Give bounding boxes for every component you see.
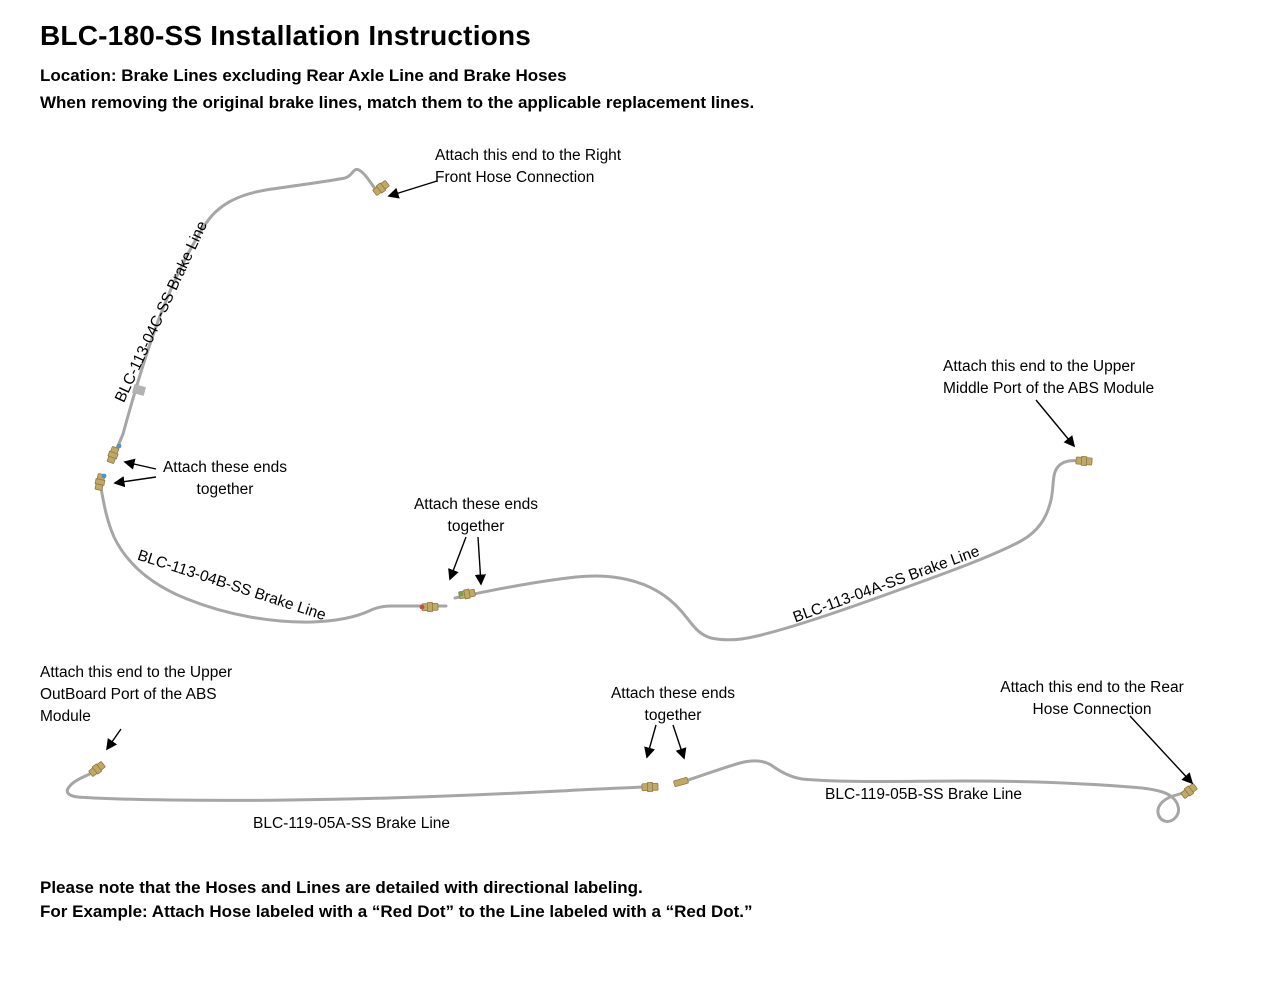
- tube-blc-113-04c: [113, 167, 379, 455]
- fitting-05b-right: [1180, 783, 1198, 799]
- fitting-04a-right: [1075, 455, 1093, 467]
- fitting-05b-left: [673, 777, 689, 787]
- annotation-rear-hose: Attach this end to the Rear Hose Connect…: [1000, 679, 1184, 718]
- fitting-04c-top: [372, 180, 390, 196]
- tube-blc-113-04a: [453, 459, 1081, 642]
- tube-blc-113-04b: [99, 486, 448, 624]
- fitting-05a-right: [641, 782, 659, 792]
- fitting-05a-left: [88, 761, 106, 777]
- arrow-ends-bottom-left: [644, 724, 657, 759]
- tube-blc-119-05a: [65, 770, 646, 802]
- tube-fittings: [88, 180, 1198, 799]
- arrow-upper-middle-abs: [1035, 399, 1076, 448]
- annotation-ends-together-middle: Attach these ends together: [413, 496, 539, 535]
- label-blc-119-05a: BLC-119-05A-SS Brake Line: [253, 815, 451, 832]
- annotation-upper-outboard-abs: Attach this end to the Upper OutBoard Po…: [40, 664, 233, 725]
- fitting-04a-left: [458, 588, 476, 600]
- red-dot-04b: [419, 604, 425, 610]
- arrow-ends-left-upper: [123, 458, 157, 470]
- tube-clip: [132, 384, 146, 396]
- arrow-rear-hose: [1129, 715, 1194, 785]
- footer-note-red-dot-example: For Example: Attach Hose labeled with a …: [40, 902, 753, 921]
- arrow-right-front-hose: [387, 180, 438, 199]
- tube-blc-119-05b: [674, 759, 1185, 823]
- annotation-ends-together-bottom: Attach these ends together: [610, 685, 736, 724]
- blue-dot-04c: [116, 443, 122, 449]
- location-subtitle: Location: Brake Lines excluding Rear Axl…: [40, 66, 567, 85]
- annotation-arrows: [106, 180, 1194, 785]
- arrow-ends-middle-right: [474, 536, 486, 586]
- arrow-ends-left-lower: [113, 476, 157, 488]
- annotation-upper-middle-abs: Attach this end to the Upper Middle Port…: [943, 358, 1155, 397]
- annotation-right-front-hose: Attach this end to the Right Front Hose …: [435, 147, 622, 186]
- blue-dot-04b: [101, 473, 107, 479]
- removal-instruction: When removing the original brake lines, …: [40, 93, 755, 112]
- brake-line-tubes: [65, 167, 1185, 823]
- arrow-upper-outboard-abs: [106, 728, 122, 751]
- directional-color-dots: [101, 443, 464, 610]
- page-title: BLC-180-SS Installation Instructions: [40, 20, 532, 51]
- fitting-04c-bottom: [106, 446, 120, 464]
- annotation-ends-together-left: Attach these ends together: [162, 459, 288, 498]
- label-blc-119-05b: BLC-119-05B-SS Brake Line: [825, 786, 1023, 803]
- arrow-ends-middle-left: [448, 536, 467, 581]
- footer-note-directional-labeling: Please note that the Hoses and Lines are…: [40, 878, 643, 897]
- arrow-ends-bottom-right: [672, 724, 687, 760]
- green-dot-04a: [458, 591, 464, 597]
